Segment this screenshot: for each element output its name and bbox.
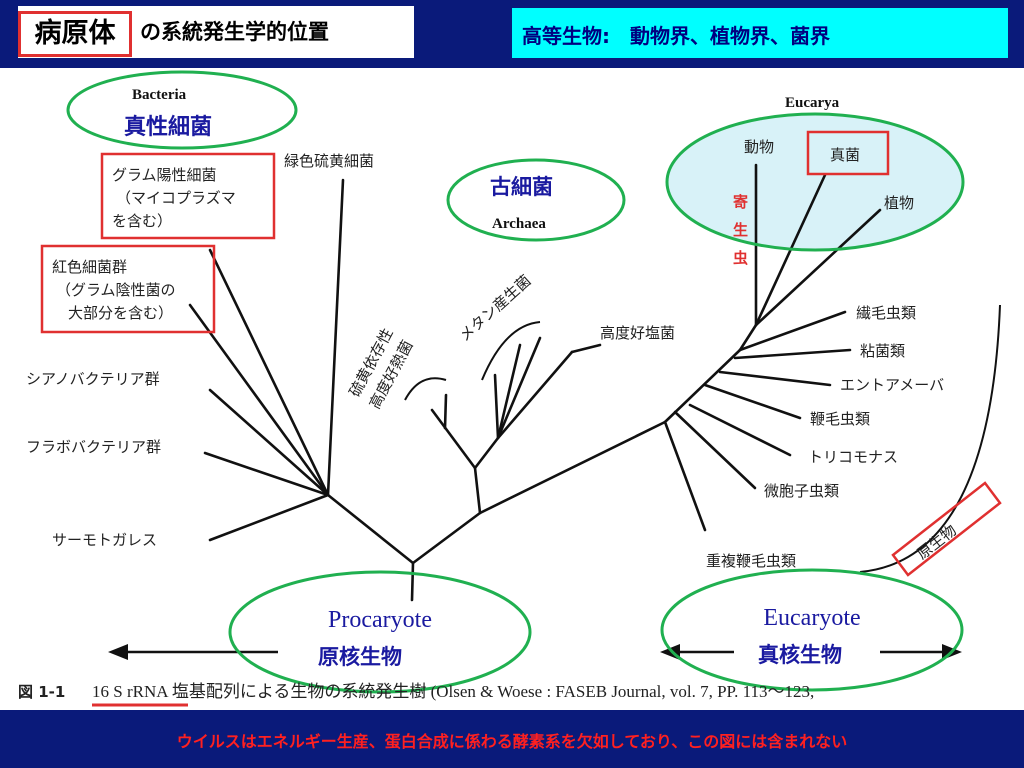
caption-text: 16 S rRNA 塩基配列による生物の系統発生樹 (Olsen & Woese…: [92, 682, 814, 701]
taxon-methane: メタン産生菌: [456, 271, 535, 345]
taxon-flagellate: 鞭毛虫類: [810, 410, 870, 428]
taxon-cyanobacteria: シアノバクテリア群: [26, 370, 160, 388]
caption-rest: 塩基配列による生物の系統発生樹 (Olsen & Woese : FASEB J…: [168, 682, 815, 701]
procaryote-jp-label: 原核生物: [318, 645, 402, 669]
group-ellipses: [66, 70, 965, 694]
taxon-green-sulfur: 緑色硫黄細菌: [284, 152, 374, 170]
taxon-purple-2: （グラム陰性菌の: [56, 281, 176, 299]
taxon-plant: 植物: [884, 194, 914, 212]
bacteria-ellipse: [66, 70, 298, 150]
taxon-gram-positive-3: を含む）: [112, 212, 172, 230]
purple-bacteria-box: [40, 244, 216, 334]
archaea-en-label: Archaea: [492, 216, 546, 232]
taxon-entamoeba: エントアメーバ: [840, 376, 944, 394]
protozoa-label: 原生物: [913, 521, 960, 563]
archaea-jp-label: 古細菌: [490, 175, 553, 199]
caption-underlined: 16 S rRNA: [92, 682, 169, 701]
higher-organisms-text: 高等生物: 動物界、植物界、菌界: [522, 24, 830, 48]
taxon-purple-3: 大部分を含む）: [68, 304, 173, 322]
slide-title: の系統発生学的位置: [140, 20, 329, 44]
procaryote-en-label: Procaryote: [328, 607, 432, 633]
bacteria-jp-label: 真性細菌: [124, 114, 212, 140]
sulfur-arc: [404, 377, 447, 401]
caption-figure-number: 図 1-1: [18, 683, 65, 701]
eucarya-en-label: Eucarya: [785, 95, 840, 111]
highlight-boxes: [40, 130, 1002, 577]
taxon-slime-mold: 粘菌類: [860, 342, 905, 360]
fungi-box: [806, 130, 890, 176]
eucaryote-jp-label: 真核生物: [758, 643, 842, 667]
taxon-diplomonad: 重複鞭毛虫類: [706, 552, 796, 570]
protozoa-arc: [859, 304, 1001, 573]
taxon-animal: 動物: [744, 138, 774, 156]
taxon-flavobacteria: フラボバクテリア群: [26, 438, 161, 456]
taxon-fungi: 真菌: [830, 146, 860, 164]
taxon-ciliate: 繊毛虫類: [856, 304, 916, 322]
tree-branches: [188, 163, 882, 602]
eucaryote-ellipse: [660, 568, 964, 692]
eucarya-ellipse: [665, 112, 965, 252]
methane-arc: [481, 321, 541, 381]
taxon-halophile: 高度好塩菌: [600, 324, 675, 342]
parasite-label-1: 寄: [733, 193, 748, 211]
procaryote-ellipse: [228, 570, 532, 694]
taxon-gram-positive-2: （マイコプラズマ: [116, 189, 236, 207]
taxon-gram-positive-1: グラム陽性細菌: [112, 166, 217, 184]
footer-note: ウイルスはエネルギー生産、蛋白合成に係わる酵素系を欠如しており、この図には含まれ…: [176, 732, 848, 751]
title-keyword: 病原体: [18, 11, 132, 57]
protozoa-box: [891, 481, 1002, 577]
higher-organisms-panel: [512, 8, 1008, 58]
archaea-ellipse: [446, 158, 626, 242]
title-panel: [18, 6, 414, 58]
taxon-microsporidia: 微胞子虫類: [764, 482, 839, 500]
taxon-thermotoga: サーモトガレス: [52, 531, 157, 549]
eucaryote-en-label: Eucaryote: [763, 605, 860, 631]
footer-bar: [0, 710, 1024, 768]
bacteria-en-label: Bacteria: [132, 87, 187, 103]
taxon-trichomonas: トリコモナス: [808, 448, 898, 466]
parasite-label-3: 虫: [733, 249, 748, 267]
parasite-label-2: 生: [733, 221, 748, 239]
gram-positive-box: [100, 152, 276, 240]
taxon-purple-1: 紅色細菌群: [52, 258, 127, 276]
